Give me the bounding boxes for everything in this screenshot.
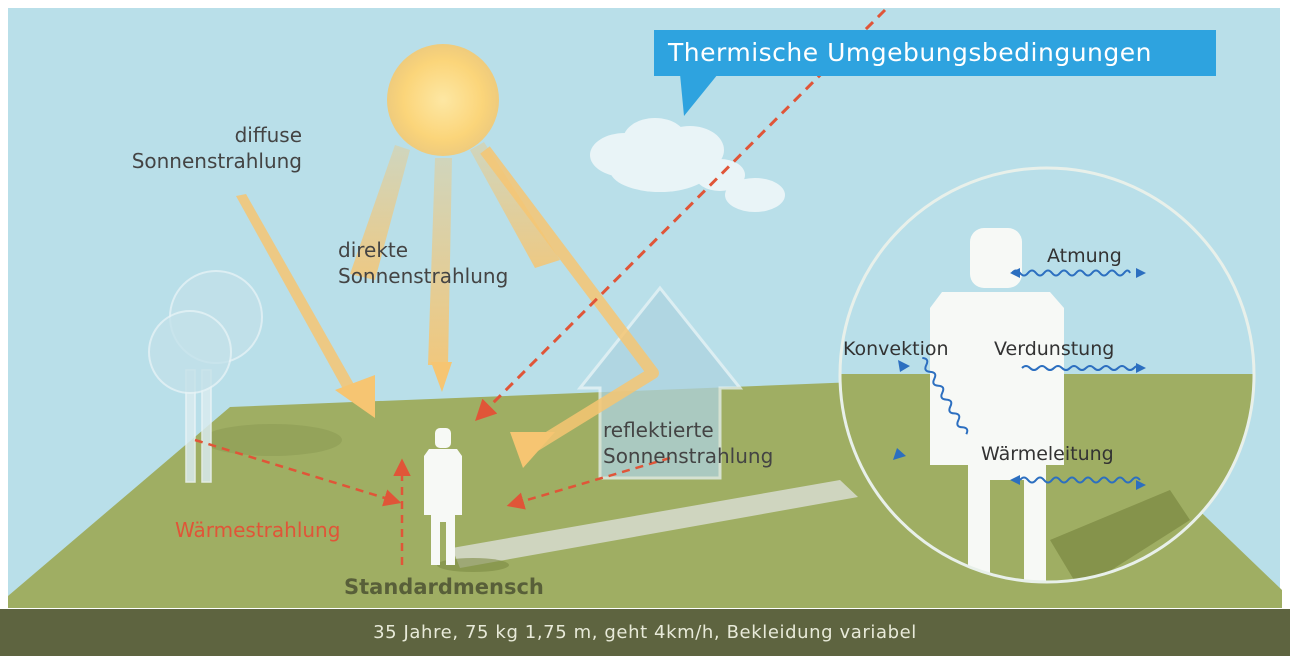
footer-bar: 35 Jahre, 75 kg 1,75 m, geht 4km/h, Bekl…: [0, 609, 1290, 656]
tree-illustration: [148, 270, 342, 483]
evaporation-wave: [1021, 365, 1141, 371]
evaporation-arrow: [1136, 363, 1146, 373]
diagram-title: Thermische Umgebungsbedingungen: [668, 38, 1152, 67]
sun-rays: [350, 142, 560, 392]
diffuse-radiation-arrow: [236, 194, 375, 418]
zoom-beam: [452, 480, 858, 568]
cloud-illustration: [590, 118, 785, 212]
red-direct-ray: [475, 8, 887, 421]
convection-wave: [922, 357, 969, 435]
conduction-arrow-left: [1010, 475, 1020, 485]
label-direct-radiation: direkte Sonnenstrahlung: [338, 238, 509, 288]
label-breathing: Atmung: [1047, 245, 1122, 267]
label-evaporation: Verdunstung: [994, 338, 1115, 360]
standard-person-figure: [424, 428, 509, 572]
label-conduction: Wärmeleitung: [981, 443, 1114, 465]
label-heat-radiation: Wärmestrahlung: [175, 518, 341, 542]
label-diffuse-radiation: diffuse Sonnenstrahlung: [131, 123, 302, 173]
breathing-arrow-left: [1010, 268, 1020, 278]
direct-ray-arrowhead: [431, 362, 452, 392]
house-illustration: [576, 285, 744, 480]
label-standard-person: Standardmensch: [344, 575, 544, 599]
label-reflected-radiation: reflektierte Sonnenstrahlung: [603, 418, 774, 468]
label-convection: Konvektion: [843, 338, 949, 360]
conduction-wave: [1019, 476, 1141, 484]
footer-description: 35 Jahre, 75 kg 1,75 m, geht 4km/h, Bekl…: [373, 622, 917, 643]
breathing-wave: [1011, 269, 1131, 277]
sun-illustration: [387, 44, 499, 156]
heat-arrow-left: [194, 438, 402, 507]
heat-radiation-arrows: [194, 438, 671, 565]
convection-arrow-top: [898, 360, 910, 372]
title-banner-pointer: [680, 74, 718, 116]
convection-arrow-bottom: [893, 448, 906, 460]
conduction-arrow-right: [1136, 480, 1146, 490]
title-banner: Thermische Umgebungsbedingungen: [654, 30, 1216, 76]
breathing-arrow-right: [1136, 268, 1146, 278]
reflected-radiation-arrow: [480, 146, 659, 468]
